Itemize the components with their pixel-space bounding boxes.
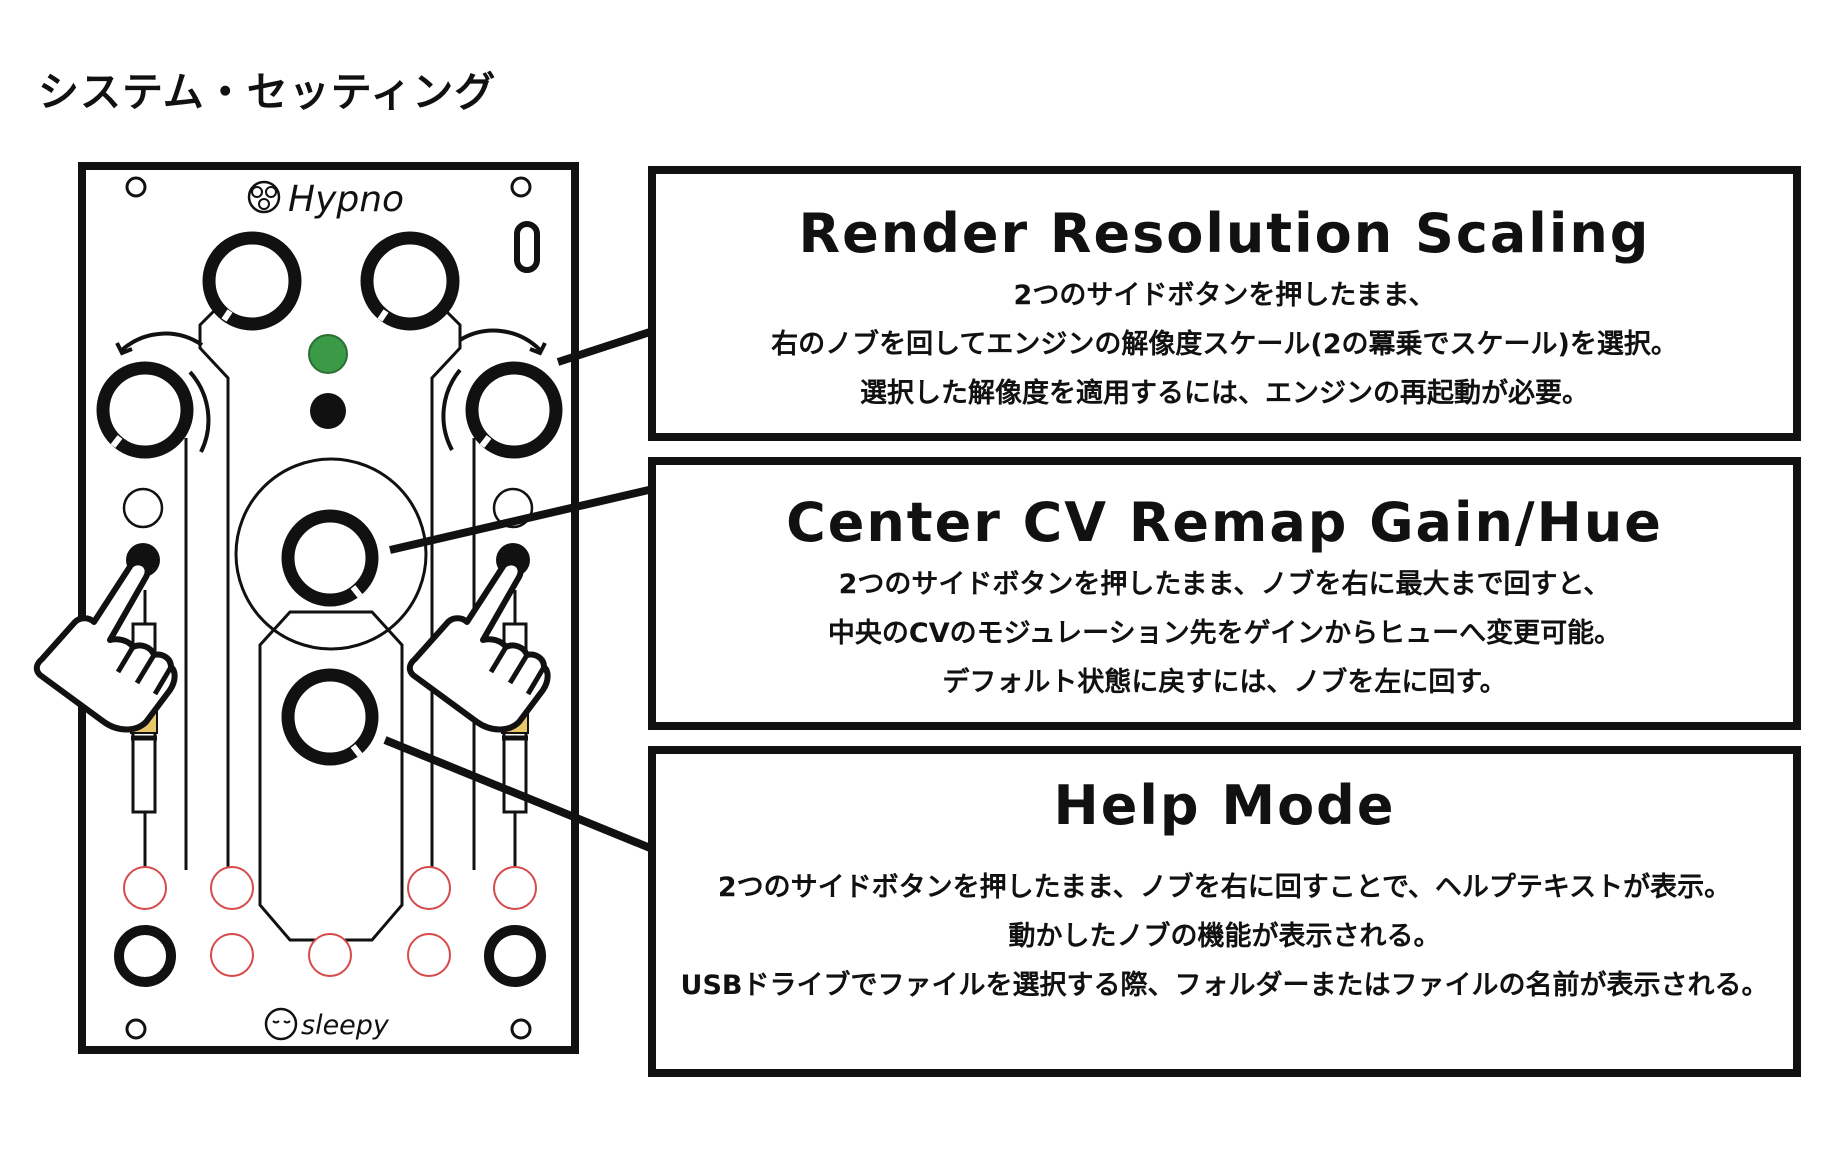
callout-line: 2つのサイドボタンを押したまま、ノブを右に最大まで回すと、 [838,569,1611,600]
callout-line: 動かしたノブの機能が表示される。 [1008,921,1441,952]
callout-line: 中央のCVのモジュレーション先をゲインからヒューへ変更可能。 [827,618,1622,649]
output-jack-right[interactable] [484,925,546,987]
knob-center-upper[interactable] [281,509,379,607]
callout-title: Center CV Remap Gain/Hue [786,491,1663,554]
mounting-hole-bottom-left [125,1018,147,1040]
knob-right[interactable] [441,328,563,459]
callout-center-cv-remap: Center CV Remap Gain/Hue 2つのサイドボタンを押したまま… [648,457,1801,730]
callout-line: デフォルト状態に戻すには、ノブを左に回す。 [942,667,1507,698]
knob-top-left[interactable] [202,231,302,331]
status-led-dark [310,393,346,429]
mounting-hole-top-right [510,176,532,198]
cv-jack-1[interactable] [123,866,167,910]
knob-center-lower[interactable] [281,668,379,766]
page-title: システム・セッティング [38,68,497,116]
callout-line: 2つのサイドボタンを押したまま、ノブを右に回すことで、ヘルプテキストが表示。 [717,872,1732,903]
callout-line: 右のノブを回してエンジンの解像度スケール(2の冪乗でスケール)を選択。 [771,329,1678,360]
maker-label: sleepy [301,1010,390,1041]
usb-port[interactable] [514,221,540,273]
output-jack-left[interactable] [114,925,176,987]
status-led-green [308,334,348,374]
mounting-hole-bottom-right [510,1018,532,1040]
cv-jack-7[interactable] [407,933,451,977]
cv-jacks [123,866,537,977]
leader-line-cv [389,485,654,554]
callout-line: 2つのサイドボタンを押したまま、 [1013,280,1436,311]
callout-title: Help Mode [1053,774,1396,837]
center-ring [234,457,428,651]
leader-line-help [383,736,657,854]
hypno-logo-icon [247,180,281,214]
side-button-left-outline[interactable] [122,487,164,529]
mounting-hole-top-left [125,176,147,198]
sleepy-logo-icon [264,1007,298,1041]
cv-jack-4[interactable] [493,866,537,910]
cv-jack-2[interactable] [210,866,254,910]
pointing-hand-right-icon [406,559,551,733]
callout-help-mode: Help Mode 2つのサイドボタンを押したまま、ノブを右に回すことで、ヘルプ… [648,746,1801,1077]
callout-line: 選択した解像度を適用するには、エンジンの再起動が必要。 [860,378,1589,409]
cv-jack-5[interactable] [210,933,254,977]
callout-title: Render Resolution Scaling [798,202,1651,265]
callout-line: USBドライブでファイルを選択する際、フォルダーまたはファイルの名前が表示される… [680,970,1769,1001]
knob-top-right[interactable] [360,231,460,331]
brand-label: Hypno [288,179,404,220]
pointing-hand-left-icon [33,559,178,733]
cv-jack-6[interactable] [308,933,352,977]
leader-line-render [556,327,655,366]
knob-left[interactable] [96,331,211,459]
callout-render-resolution: Render Resolution Scaling 2つのサイドボタンを押したま… [648,166,1801,441]
cv-jack-3[interactable] [407,866,451,910]
